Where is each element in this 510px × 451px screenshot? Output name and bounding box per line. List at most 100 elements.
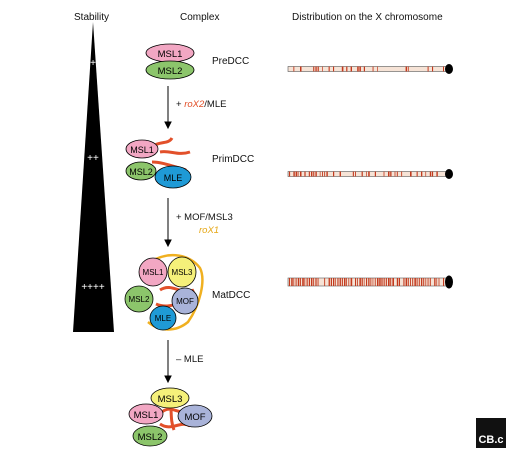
binding-site-stripe	[377, 66, 378, 72]
protein-msl1-label: MSL1	[134, 410, 159, 421]
protein-msl3	[167, 256, 197, 288]
protein-msl2-label: MSL2	[138, 432, 163, 443]
arrow-2-head	[164, 239, 172, 248]
protein-msl1-label: MSL1	[143, 268, 164, 277]
binding-site-stripe	[295, 278, 297, 286]
binding-site-stripe	[388, 278, 390, 286]
binding-site-stripe	[304, 171, 306, 177]
protein-mle	[154, 165, 192, 189]
rox1-text: roX1	[199, 225, 220, 236]
binding-site-stripe	[291, 278, 293, 286]
protein-msl2	[145, 60, 195, 80]
binding-site-stripe	[368, 278, 370, 286]
binding-site-stripe	[434, 278, 436, 286]
binding-site-stripe	[412, 278, 414, 286]
binding-site-stripe	[341, 278, 343, 286]
binding-site-stripe	[315, 66, 317, 72]
stability-wedge	[73, 22, 114, 332]
binding-site-stripe	[324, 278, 326, 286]
binding-site-stripe	[432, 66, 434, 72]
protein-mof-label: MOF	[176, 297, 194, 306]
binding-site-stripe	[403, 278, 405, 286]
binding-site-stripe	[311, 278, 313, 286]
protein-msl1	[125, 139, 159, 159]
binding-site-stripe	[330, 278, 332, 286]
x-chromosome-predcc	[287, 64, 453, 74]
binding-site-stripe	[374, 278, 376, 286]
step-remove-mle: – MLE	[176, 354, 204, 365]
protein-msl1	[128, 403, 164, 425]
binding-site-stripe	[297, 278, 300, 286]
binding-site-stripe	[410, 171, 412, 177]
binding-site-stripe	[333, 66, 335, 72]
binding-site-stripe	[293, 66, 295, 72]
header-stability: Stability	[74, 12, 110, 23]
binding-site-stripe	[372, 278, 374, 286]
binding-site-stripe	[421, 278, 423, 286]
protein-msl2	[125, 161, 157, 181]
protein-msl2-label: MSL2	[158, 66, 183, 77]
binding-site-stripe	[390, 171, 392, 177]
binding-site-stripe	[313, 171, 315, 177]
binding-site-stripe	[295, 171, 298, 177]
binding-site-stripe	[432, 171, 434, 177]
binding-site-stripe	[381, 278, 383, 286]
protein-msl1-label: MSL1	[130, 145, 154, 155]
binding-site-stripe	[392, 278, 394, 286]
binding-site-stripe	[429, 278, 431, 286]
binding-site-stripe	[300, 66, 302, 72]
protein-msl2-label: MSL2	[129, 167, 153, 177]
complex-primdcc: MSL1 MSL2 MLE	[125, 137, 192, 189]
binding-site-stripe	[427, 278, 429, 286]
binding-site-stripe	[317, 66, 319, 72]
binding-site-stripe	[289, 171, 291, 177]
arrows	[164, 86, 172, 384]
binding-site-stripe	[377, 278, 379, 286]
binding-site-stripe	[308, 171, 310, 177]
binding-site-stripe	[313, 66, 315, 72]
binding-site-stripe	[319, 171, 321, 177]
protein-msl2	[132, 425, 168, 447]
binding-site-stripe	[339, 171, 341, 177]
binding-site-stripe	[346, 278, 347, 286]
binding-site-stripe	[436, 278, 438, 286]
protein-msl1	[138, 257, 168, 287]
binding-site-stripe	[390, 278, 392, 286]
binding-site-stripe	[425, 278, 427, 286]
binding-site-stripe	[339, 278, 341, 286]
binding-site-stripe	[438, 278, 440, 286]
binding-site-stripe	[302, 278, 304, 286]
stability-level-3: ++++	[81, 282, 105, 293]
protein-msl2-label: MSL2	[129, 295, 150, 304]
binding-site-stripe	[322, 171, 323, 177]
binding-site-stripe	[366, 278, 368, 286]
binding-site-stripe	[350, 278, 353, 286]
binding-site-stripe	[297, 171, 299, 177]
binding-site-stripe	[313, 278, 315, 286]
binding-site-stripe	[315, 278, 317, 286]
binding-site-stripe	[359, 66, 361, 72]
binding-site-stripe	[355, 278, 357, 286]
rox2-label: roX2	[184, 99, 205, 110]
rox1-label: roX1	[199, 225, 219, 236]
binding-site-stripe	[423, 278, 425, 286]
binding-site-stripe	[346, 66, 348, 72]
binding-site-stripe	[328, 66, 330, 72]
step-suffix: /MLE	[204, 99, 227, 110]
binding-site-stripe	[416, 171, 418, 177]
binding-site-stripe	[300, 278, 301, 286]
binding-site-stripe	[407, 278, 409, 286]
binding-site-stripe	[383, 278, 385, 286]
binding-site-stripe	[306, 278, 308, 286]
chromosome-body	[287, 66, 447, 72]
binding-site-stripe	[436, 171, 438, 177]
binding-site-stripe	[425, 171, 427, 177]
binding-site-stripe	[405, 66, 407, 72]
binding-site-stripe	[396, 278, 399, 286]
binding-site-stripe	[370, 278, 372, 286]
protein-msl3-label: MSL3	[172, 268, 193, 277]
protein-msl1-label: MSL1	[158, 49, 183, 60]
binding-site-stripe	[293, 278, 295, 286]
arrow-3-head	[164, 375, 172, 384]
